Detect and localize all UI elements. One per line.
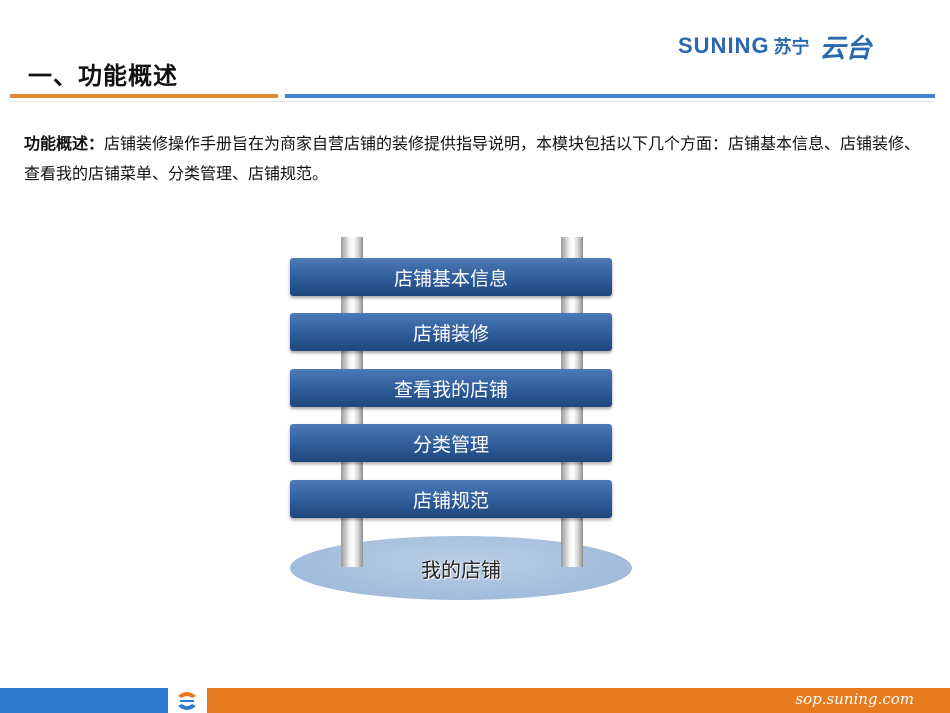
header-rule-blue xyxy=(285,94,935,98)
footer-bar-orange xyxy=(207,688,950,713)
description-lead: 功能概述： xyxy=(24,134,105,153)
logo-cloud: 云台 xyxy=(819,33,872,64)
suning-swirl-icon xyxy=(172,688,202,713)
footer-url[interactable]: sop.suning.com xyxy=(795,690,914,708)
rung-label: 分类管理 xyxy=(412,433,489,456)
page-title: 一、功能概述 xyxy=(28,62,178,90)
rung-label: 店铺装修 xyxy=(412,322,489,345)
rung-store-decoration: 店铺装修 xyxy=(290,313,612,351)
header-rule-orange xyxy=(10,94,278,98)
rung-label: 店铺规范 xyxy=(412,489,489,512)
rung-label: 查看我的店铺 xyxy=(393,378,508,401)
description: 功能概述：店铺装修操作手册旨在为商家自营店铺的装修提供指导说明，本模块包括以下几… xyxy=(24,129,924,189)
rung-store-rules: 店铺规范 xyxy=(290,480,612,518)
base-label: 我的店铺 xyxy=(421,557,501,582)
logo-brand: SUNING xyxy=(678,33,770,58)
suning-logo: SUNING 苏宁 云台 xyxy=(678,28,872,64)
rung-store-basic-info: 店铺基本信息 xyxy=(290,258,612,296)
rung-category-management: 分类管理 xyxy=(290,424,612,462)
footer-bar-blue xyxy=(0,688,168,713)
rung-view-my-store: 查看我的店铺 xyxy=(290,369,612,407)
header-rule-line xyxy=(10,101,935,102)
logo-cn: 苏宁 xyxy=(773,37,810,58)
description-text: 店铺装修操作手册旨在为商家自营店铺的装修提供指导说明，本模块包括以下几个方面：店… xyxy=(24,134,921,183)
rung-label: 店铺基本信息 xyxy=(393,267,508,290)
